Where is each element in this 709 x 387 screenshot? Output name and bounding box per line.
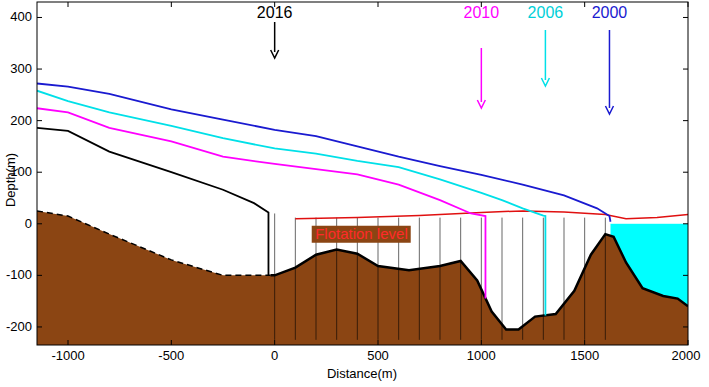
ice-surface [37,108,485,298]
axis-tick-label: 500 [367,349,389,363]
axis-tick-label: 0 [271,349,278,363]
tick [683,326,688,327]
tick [688,2,689,7]
axis-tick-label: -100 [6,268,32,282]
ice-surface [37,128,268,276]
tick [683,172,688,173]
axis-tick-label: 400 [10,10,32,24]
tick [683,17,688,18]
tick [683,275,688,276]
axis-tick-label: -1000 [51,349,84,363]
year-label: 2006 [528,4,564,22]
tick [584,2,585,7]
grid-line [274,213,275,339]
tick [274,340,275,345]
axis-title: Depth(m) [4,153,18,207]
axis-title: Distance(m) [327,367,397,381]
axis-tick-label: 1500 [570,349,599,363]
tick [68,2,69,7]
tick [37,120,42,121]
tick [378,2,379,7]
tick [378,340,379,345]
grid-line [419,218,420,340]
year-arrow [609,30,611,108]
axis-tick-label: 0 [25,217,32,231]
year-label: 2010 [464,4,500,22]
flotation-line [295,211,688,219]
grid-line [522,218,523,340]
axis-tick-label: 200 [10,113,32,127]
bed-outline [271,234,688,329]
arrow-head [541,78,549,86]
grid-line [564,218,565,340]
tick [683,69,688,70]
axis-tick-label: 300 [10,62,32,76]
tick [37,275,42,276]
tick [37,172,42,173]
bedrock [37,211,688,345]
arrow-head [271,50,279,58]
grid-line [584,218,585,340]
tick [171,2,172,7]
tick [683,223,688,224]
flotation-label: Flotation level [312,226,411,243]
arrow-head [605,106,613,114]
grid-line [295,218,296,340]
axis-tick-label: 1000 [467,349,496,363]
grid-line [543,218,544,340]
tick [584,340,585,345]
tick [37,17,42,18]
grid-line [460,218,461,340]
tick [37,69,42,70]
bed-dashed [37,211,271,275]
arrow-head [477,100,485,108]
ice-surface [37,91,545,316]
grid-line [440,218,441,340]
grid-line [481,218,482,340]
tick [481,340,482,345]
axis-tick-label: 2000 [672,349,701,363]
tick [688,340,689,345]
year-arrow [545,30,547,80]
year-arrow [274,22,276,52]
tick [37,326,42,327]
ice-surface [37,83,611,221]
plot-area [37,83,688,345]
year-label: 2016 [257,4,293,22]
grid-line [502,218,503,340]
axis-tick-label: -500 [158,349,184,363]
year-label: 2000 [592,4,628,22]
axis-tick-label: -200 [6,320,32,334]
tick [683,120,688,121]
year-arrow [481,48,483,102]
tick [68,340,69,345]
plot-frame [37,2,688,345]
tick [37,223,42,224]
tick [171,340,172,345]
